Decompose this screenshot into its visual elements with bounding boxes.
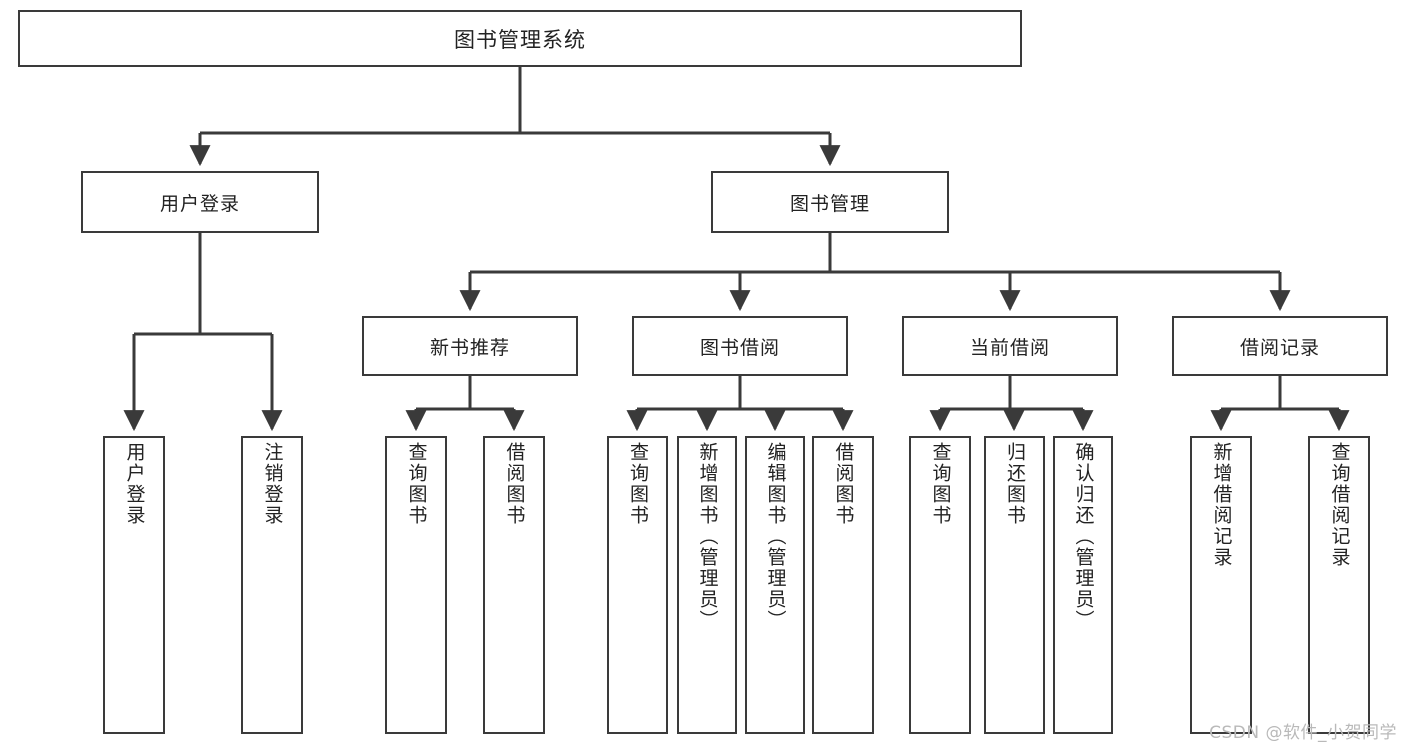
- node-leaf-edit-book-label: 编辑图书（管理员）: [764, 442, 787, 631]
- node-leaf-borrow-book-1-label: 借阅图书: [503, 442, 526, 526]
- node-leaf-user-login-label: 用户登录: [123, 442, 146, 526]
- node-leaf-borrow-book-1[interactable]: 借阅图书: [483, 436, 545, 734]
- node-leaf-add-record-label: 新增借阅记录: [1210, 442, 1233, 568]
- node-leaf-query-book-3[interactable]: 查询图书: [909, 436, 971, 734]
- node-leaf-borrow-book-2[interactable]: 借阅图书: [812, 436, 874, 734]
- node-current-borrow[interactable]: 当前借阅: [902, 316, 1118, 376]
- node-leaf-query-book-2[interactable]: 查询图书: [607, 436, 668, 734]
- node-borrow-record[interactable]: 借阅记录: [1172, 316, 1388, 376]
- node-current-borrow-label: 当前借阅: [969, 336, 1050, 359]
- node-leaf-confirm-return[interactable]: 确认归还（管理员）: [1053, 436, 1113, 734]
- node-leaf-user-login[interactable]: 用户登录: [103, 436, 165, 734]
- node-root[interactable]: 图书管理系统: [18, 10, 1022, 67]
- node-new-book-recommend-label: 新书推荐: [429, 336, 510, 359]
- node-root-label: 图书管理系统: [454, 27, 586, 52]
- node-leaf-add-book-label: 新增图书（管理员）: [696, 442, 719, 631]
- node-new-book-recommend[interactable]: 新书推荐: [362, 316, 578, 376]
- node-leaf-query-book-1[interactable]: 查询图书: [385, 436, 447, 734]
- node-leaf-query-book-2-label: 查询图书: [627, 442, 649, 526]
- node-leaf-confirm-return-label: 确认归还（管理员）: [1072, 442, 1095, 631]
- node-leaf-user-logout[interactable]: 注销登录: [241, 436, 303, 734]
- node-book-borrow[interactable]: 图书借阅: [632, 316, 848, 376]
- node-leaf-add-book[interactable]: 新增图书（管理员）: [677, 436, 737, 734]
- node-book-borrow-label: 图书借阅: [699, 336, 780, 359]
- node-leaf-return-book-label: 归还图书: [1004, 442, 1026, 526]
- node-leaf-query-book-3-label: 查询图书: [929, 442, 952, 526]
- node-leaf-edit-book[interactable]: 编辑图书（管理员）: [745, 436, 805, 734]
- node-leaf-user-logout-label: 注销登录: [261, 442, 284, 526]
- node-leaf-query-record-label: 查询借阅记录: [1328, 442, 1351, 568]
- node-user-login[interactable]: 用户登录: [81, 171, 319, 233]
- node-book-manage-label: 图书管理: [789, 192, 870, 215]
- node-leaf-add-record[interactable]: 新增借阅记录: [1190, 436, 1252, 734]
- node-leaf-borrow-book-2-label: 借阅图书: [832, 442, 855, 526]
- node-user-login-label: 用户登录: [159, 192, 240, 215]
- node-leaf-query-record[interactable]: 查询借阅记录: [1308, 436, 1370, 734]
- node-leaf-query-book-1-label: 查询图书: [405, 442, 428, 526]
- node-borrow-record-label: 借阅记录: [1239, 336, 1320, 359]
- node-leaf-return-book[interactable]: 归还图书: [984, 436, 1045, 734]
- node-book-manage[interactable]: 图书管理: [711, 171, 949, 233]
